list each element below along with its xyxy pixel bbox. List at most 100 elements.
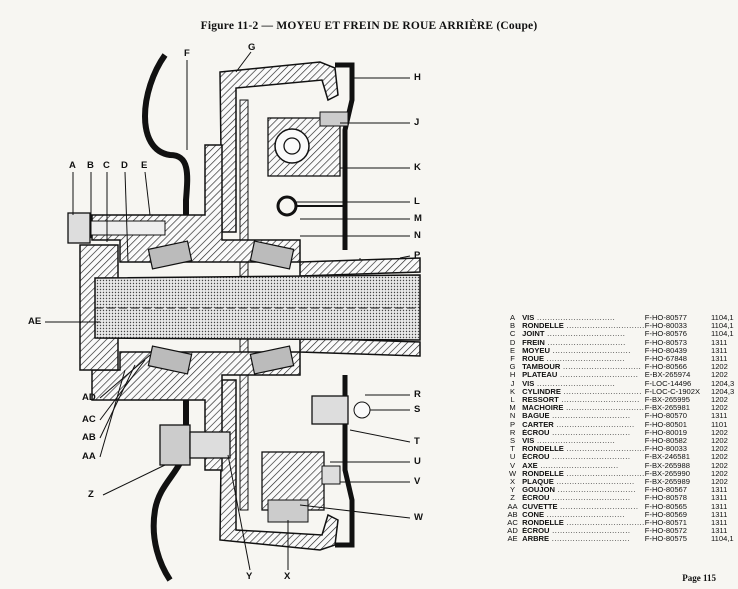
part-reference: F-HO-80577 (644, 313, 687, 322)
leader-dots: .............................. (549, 494, 631, 503)
part-reference: E-BX-265974 (644, 370, 691, 380)
part-name: VIS (522, 437, 535, 446)
callout-z: Z (88, 489, 94, 500)
part-code: D (509, 337, 516, 347)
part-group: 1104,1 (710, 329, 734, 339)
part-group: 1202 (710, 460, 728, 470)
part-group: 1311 (710, 485, 728, 495)
part-code: AE (507, 534, 518, 544)
leader-dots: .............................. (555, 486, 636, 495)
leader-dots: .............................. (549, 527, 631, 536)
leader-dots: .............................. (544, 510, 625, 519)
part-reference: F-LOC-14496 (644, 378, 692, 388)
part-reference: F-BX-265981 (644, 403, 690, 413)
brake-plate-outline (335, 62, 355, 548)
anchor-pin-assembly (261, 451, 341, 523)
callout-y: Y (246, 571, 253, 582)
callout-t: T (414, 436, 420, 447)
part-reference: F-BX-246581 (644, 452, 690, 462)
leader-dots: .............................. (563, 445, 645, 454)
part-group: 1104,1 (710, 534, 734, 544)
part-reference: F-HO-80565 (644, 501, 687, 511)
callout-e: E (141, 160, 148, 171)
callout-d: D (121, 160, 128, 171)
callout-g: G (248, 42, 256, 53)
leader-dots: .............................. (563, 404, 645, 413)
part-group: 1311 (710, 493, 728, 503)
part-name: PLATEAU (522, 371, 558, 380)
callout-ab: AB (82, 432, 96, 443)
leader-dots: .............................. (560, 363, 642, 372)
callout-ae: AE (28, 316, 42, 327)
part-code: L (510, 395, 515, 405)
part-name: ÉCROU (522, 453, 550, 462)
part-group: 1204,3 (710, 386, 735, 396)
part-code: K (510, 386, 516, 396)
part-name: JOINT (522, 330, 545, 339)
part-code: R (509, 427, 516, 437)
part-code: S (510, 436, 516, 446)
part-reference: F-HO-80439 (644, 345, 687, 355)
part-group: 1204,3 (710, 378, 735, 388)
part-reference: F-HO-80019 (644, 427, 687, 437)
part-name: VIS (522, 379, 535, 388)
part-group: 1202 (710, 362, 728, 372)
part-code: F (510, 354, 515, 364)
part-reference: F-HO-80572 (644, 526, 687, 536)
callout-c: C (103, 160, 110, 171)
callout-aa: AA (82, 451, 96, 462)
part-group: 1202 (710, 468, 728, 478)
part-code: N (509, 411, 516, 421)
part-group: 1311 (710, 345, 728, 355)
callout-x: X (284, 571, 291, 582)
part-name: ÉCROU (522, 494, 550, 503)
part-code: AA (507, 501, 518, 511)
part-reference: F-HO-80569 (644, 509, 687, 519)
part-name: TAMBOUR (522, 363, 561, 372)
callout-r: R (414, 389, 421, 400)
part-name: CYLINDRE (522, 387, 561, 396)
callout-m: M (414, 213, 422, 224)
part-group: 1104,1 (710, 321, 734, 331)
part-code: W (508, 468, 517, 478)
part-name: CUVETTE (522, 502, 558, 511)
part-reference: F-HO-67848 (644, 354, 687, 364)
part-code: Z (510, 493, 515, 503)
part-code: U (509, 452, 516, 462)
leader-dots: .............................. (549, 346, 631, 355)
part-code: C (509, 329, 516, 339)
part-name: ROUE (522, 355, 545, 364)
leader-dots: .............................. (544, 355, 625, 364)
part-code: P (510, 419, 516, 429)
part-code: X (510, 477, 516, 487)
axle-housing (299, 257, 421, 277)
part-reference: F-HO-80033 (644, 444, 687, 454)
part-name: BAGUE (522, 412, 550, 421)
wheel-stud-and-nut (159, 424, 231, 466)
part-group: 1202 (710, 427, 728, 437)
callout-s: S (414, 404, 421, 415)
leader-dots: .............................. (544, 338, 626, 347)
callout-n: N (414, 230, 421, 241)
part-name: CONE (522, 510, 545, 519)
part-code: AD (507, 526, 518, 536)
part-code: A (510, 313, 516, 322)
part-reference: F-HO-80571 (644, 518, 687, 528)
callout-l: L (414, 196, 420, 207)
leader-dots: .............................. (549, 428, 631, 437)
